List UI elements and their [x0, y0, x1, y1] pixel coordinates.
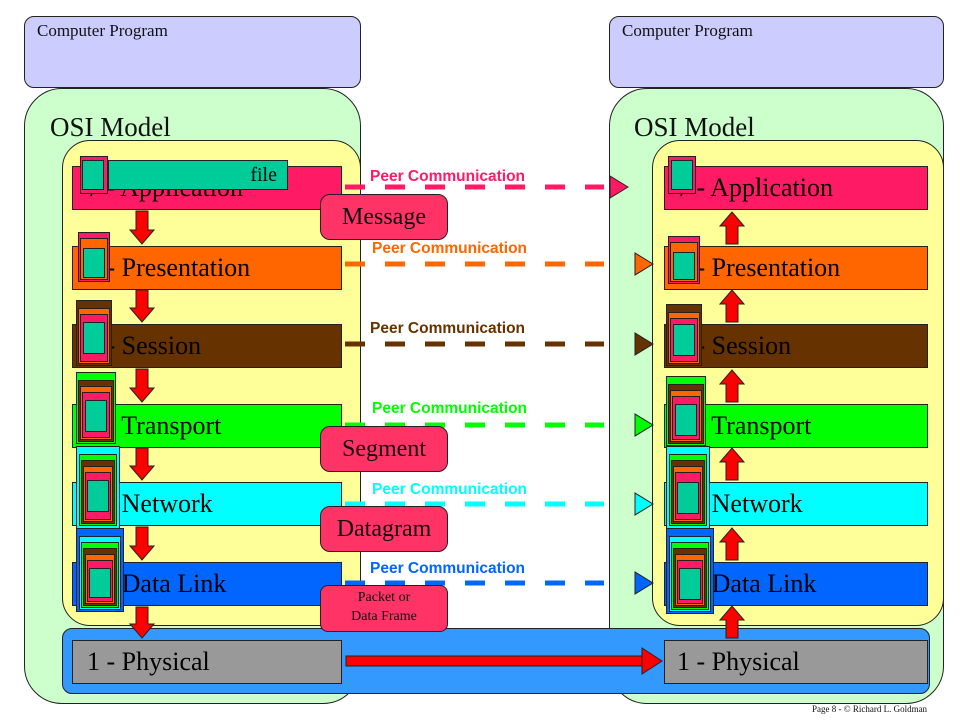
right-layer-physical: 1 - Physical [664, 640, 928, 684]
data-chip-core [83, 322, 105, 354]
right-layer-presentation: 6 - Presentation [664, 246, 928, 290]
peer-communication-label: Peer Communication [370, 320, 526, 337]
right-layer-transport: 4 - Transport [664, 404, 928, 448]
data-chip-core [82, 160, 104, 190]
left-layer-label: 6 - Presentation [87, 253, 251, 282]
data-chip-core [677, 482, 699, 514]
peer-communication-label: Peer Communication [372, 240, 528, 257]
data-chip-core [89, 568, 111, 598]
peer-arrow-transport [345, 413, 654, 437]
packet-label-line2: Data Frame [351, 609, 417, 624]
peer-arrow-datalink [345, 571, 654, 595]
packet-tag: Packet or Data Frame [320, 585, 448, 632]
right-layer-label: 6 - Presentation [677, 253, 841, 282]
data-chip-core [673, 252, 695, 280]
osi-model-title-right: OSI Model [634, 112, 755, 142]
left-layer-label: 1 - Physical [87, 647, 210, 676]
data-chip-core [83, 248, 105, 278]
left-down-arrows [128, 210, 156, 639]
peer-communication-label: Peer Communication [370, 168, 526, 185]
packet-label-line1: Packet or [357, 590, 411, 605]
datagram-tag: Datagram [320, 506, 448, 552]
right-layer-application: 7 - Application [664, 166, 928, 210]
right-layer-label: 7 - Application [677, 173, 833, 202]
left-layer-physical: 1 - Physical [72, 640, 342, 684]
computer-program-label-right: Computer Program [622, 21, 753, 40]
osi-model-title-left: OSI Model [50, 112, 171, 142]
peer-arrow-session [345, 332, 654, 356]
peer-arrow-network [345, 492, 654, 516]
data-chip-core [675, 404, 697, 436]
peer-communication-label: Peer Communication [372, 400, 528, 417]
physical-transmission-arrow [345, 647, 663, 675]
data-chip-core [87, 480, 109, 512]
left-layer-session: 5 - Session [72, 324, 342, 368]
right-up-arrows [718, 211, 746, 639]
message-label: Message [342, 204, 426, 230]
peer-communication-label: Peer Communication [372, 481, 528, 498]
peer-arrow-application [345, 175, 629, 199]
data-chip-core [671, 160, 693, 190]
datagram-label: Datagram [336, 516, 432, 542]
data-chip-core [673, 324, 695, 356]
segment-label: Segment [342, 436, 426, 462]
data-chip-core [85, 400, 107, 432]
file-label: file [250, 164, 277, 186]
message-tag: Message [320, 194, 448, 240]
right-layer-label: 1 - Physical [677, 647, 800, 676]
file-chip: file [108, 160, 288, 190]
page-footer: Page 8 - © Richard L. Goldman [812, 704, 928, 714]
computer-program-box-right: Computer Program [609, 16, 944, 88]
computer-program-box-left: Computer Program [24, 16, 361, 88]
computer-program-label-left: Computer Program [37, 21, 168, 40]
peer-communication-label: Peer Communication [370, 560, 526, 577]
segment-tag: Segment [320, 426, 448, 472]
data-chip-core [679, 568, 701, 600]
left-layer-transport: 4 - Transport [72, 404, 342, 448]
left-layer-presentation: 6 - Presentation [72, 246, 342, 290]
peer-arrow-presentation [345, 252, 654, 276]
